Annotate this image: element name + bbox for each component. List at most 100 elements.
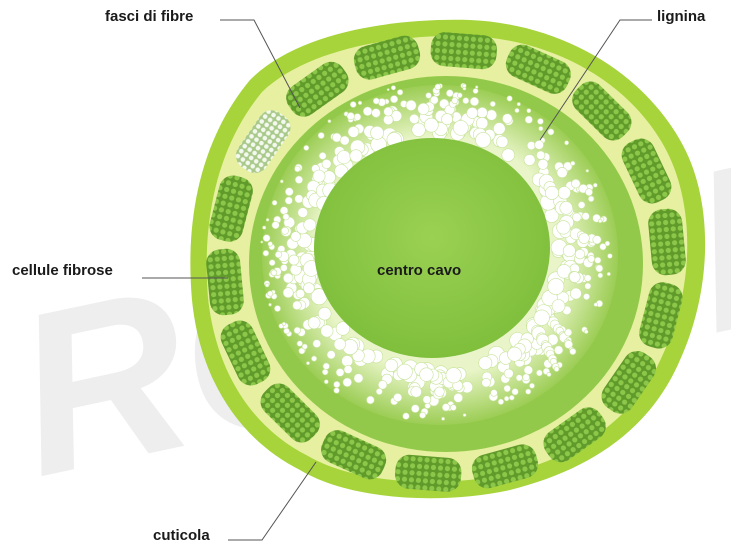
label-cuticola: cuticola (153, 527, 210, 544)
lignin-cell (501, 148, 515, 162)
lignin-cell (265, 218, 270, 222)
lignin-cell (434, 83, 442, 91)
lignin-cell (397, 89, 404, 96)
lignin-cell (322, 368, 329, 376)
lignin-cell (267, 241, 273, 247)
white-fiber-bundle (235, 110, 291, 174)
label-cellule-fibrose: cellule fibrose (12, 262, 113, 279)
lignin-cell (283, 272, 294, 284)
lignin-cell (333, 387, 340, 394)
lignin-cell (490, 389, 498, 397)
lignin-cell (592, 235, 602, 245)
lignin-cell (524, 115, 533, 124)
lignin-cell (525, 388, 532, 395)
fiber-bundle (286, 61, 349, 117)
lignin-cell (306, 361, 310, 366)
lignin-cell (282, 287, 294, 299)
lignin-cell (441, 416, 446, 421)
lignin-cell (564, 140, 569, 146)
lignin-cell (411, 122, 426, 137)
lignin-cell (466, 107, 479, 119)
lignin-cell (462, 413, 467, 417)
lignin-cell (507, 346, 522, 362)
lignin-cell (341, 355, 354, 367)
lignin-cell (533, 309, 550, 326)
lignin-cell (572, 212, 582, 223)
label-centro-cavo: centro cavo (377, 262, 462, 279)
lignin-cell (556, 220, 571, 235)
lignin-cell (280, 264, 288, 272)
lignin-cell (281, 226, 289, 235)
lignin-cell (410, 386, 422, 398)
lignin-cell (290, 231, 301, 242)
lignin-cell (303, 282, 315, 295)
lignin-cell (492, 122, 506, 135)
lignin-cell (279, 179, 284, 184)
lignin-cell (538, 126, 544, 132)
lignin-cell (511, 388, 519, 396)
lignin-cell (294, 165, 301, 173)
fiber-bundle (648, 208, 686, 276)
lignin-cell (544, 185, 559, 200)
lignin-cell (320, 324, 334, 338)
lignin-cell (599, 243, 607, 251)
lignin-cell (441, 403, 451, 412)
lignin-cell (321, 158, 332, 169)
lignin-cell (262, 225, 267, 230)
lignin-cell (503, 384, 511, 393)
fiber-bundle (260, 383, 320, 443)
lignin-cell (422, 395, 432, 404)
fiber-bundle (572, 81, 632, 141)
lignin-cell (581, 212, 590, 221)
lignin-cell (476, 106, 488, 119)
lignin-cell (419, 367, 434, 382)
lignin-cell (557, 186, 571, 200)
lignin-cell (336, 150, 351, 165)
lignin-cell (570, 287, 582, 300)
lignin-cell (514, 108, 520, 114)
lignin-cell (260, 240, 264, 244)
lignin-cell (362, 106, 373, 117)
lignin-cell (267, 290, 274, 297)
lignin-cell (597, 272, 604, 279)
lignin-cell (410, 404, 420, 413)
lignin-cell (346, 112, 355, 121)
lignin-cell (537, 118, 544, 125)
lignin-cell (283, 327, 290, 335)
lignin-cell (582, 293, 590, 301)
fiber-bundle (220, 320, 271, 386)
lignin-cell (274, 251, 283, 259)
lignin-cell (593, 302, 598, 307)
lignin-cell (307, 316, 321, 330)
lignin-cell (462, 97, 470, 105)
lignin-cell (503, 368, 514, 379)
lignin-cell (569, 347, 577, 355)
lignin-cell (323, 379, 329, 385)
fiber-bundles-group (206, 32, 686, 492)
lignin-cell (595, 264, 604, 273)
lignin-cell (357, 100, 363, 105)
lignin-cell (353, 373, 364, 384)
fiber-bundle (395, 454, 462, 492)
lignin-cell (547, 128, 555, 136)
lignin-cell (262, 234, 271, 242)
lignin-cell (384, 358, 398, 373)
lignin-cell (452, 120, 469, 136)
fasci-leader-line (220, 19, 301, 109)
lignin-cell (594, 256, 602, 264)
lignin-cell (294, 194, 304, 204)
lignin-cell (264, 282, 270, 288)
lignin-cell (288, 254, 300, 266)
lignin-cells-group (260, 82, 613, 421)
lignin-cell (462, 83, 467, 88)
lignin-cell (598, 218, 603, 224)
lignin-cell (536, 369, 543, 377)
lignin-cell (343, 364, 353, 374)
lignin-cell (472, 88, 479, 94)
fiber-bundle (601, 350, 657, 414)
lignin-cell (312, 169, 326, 183)
lignin-cell (318, 307, 332, 321)
lignin-cell (271, 221, 280, 230)
lignin-cell (372, 97, 380, 105)
lignin-cell (523, 154, 536, 166)
